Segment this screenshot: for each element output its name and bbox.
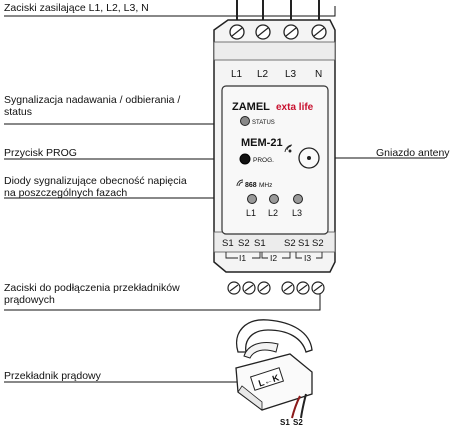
brand-logo: ZAMEL	[232, 101, 270, 113]
led-label-l1: L1	[246, 208, 256, 218]
prog-text: PROG.	[253, 157, 274, 164]
transformer-wire-label-s1: S1	[280, 418, 290, 427]
terminal-screw-icon	[281, 281, 295, 295]
current-transformer	[235, 319, 313, 419]
bottom-terminal-label: S1	[222, 238, 234, 249]
label-status-signal: Sygnalizacja nadawania / odbierania / st…	[4, 94, 180, 118]
frequency-value: 868	[245, 182, 257, 189]
ct-group-bracket	[261, 252, 268, 259]
label-phase-leds-line1: Diody sygnalizujące obecność napięcia	[4, 175, 187, 187]
bottom-terminal-label: S1	[254, 238, 266, 249]
terminal-screw-icon	[311, 24, 327, 40]
led-l1	[247, 194, 257, 204]
transformer-wire-label-s2: S2	[293, 418, 303, 427]
terminal-screw-icon	[311, 281, 325, 295]
ct-group-bracket	[295, 252, 302, 259]
label-phase-leds: Diody sygnalizujące obecność napięcia na…	[4, 175, 187, 199]
bottom-terminal-label: S2	[238, 238, 250, 249]
terminal-screw-icon	[255, 24, 271, 40]
label-phase-leds-line2: na poszczególnych fazach	[4, 187, 128, 199]
led-label-l3: L3	[292, 208, 302, 218]
leader-ct	[4, 290, 321, 311]
bottom-terminal-label: S1	[298, 238, 310, 249]
label-ct-terminals-line2: prądowych	[4, 294, 55, 306]
leader-supply	[4, 6, 336, 17]
ct-group-bracket	[316, 252, 323, 259]
terminal-screw-icon	[296, 281, 310, 295]
bottom-terminals	[227, 281, 325, 295]
ct-group-label-2: I2	[270, 253, 277, 263]
led-label-l2: L2	[268, 208, 278, 218]
top-terminal-label-n: N	[315, 69, 322, 80]
terminal-screw-icon	[229, 24, 245, 40]
label-status-signal-line1: Sygnalizacja nadawania / odbierania /	[4, 94, 181, 106]
status-led	[240, 116, 250, 126]
antenna-socket	[298, 147, 320, 169]
ct-group-bracket	[225, 252, 238, 259]
terminal-screw-icon	[283, 24, 299, 40]
label-current-transformer: Przekładnik prądowy	[4, 370, 101, 382]
ct-group-label-1: I1	[239, 253, 246, 263]
label-ct-terminals-line1: Zaciski do podłączenia przekładników	[4, 282, 180, 294]
wireless-icon	[236, 179, 244, 187]
top-terminal-label-l2: L2	[257, 69, 269, 80]
frequency-unit: MHz	[259, 182, 272, 189]
ct-group-bracket	[252, 252, 261, 259]
label-antenna-socket: Gniazdo anteny	[376, 147, 450, 159]
prog-button[interactable]	[239, 153, 251, 165]
led-l2	[269, 194, 279, 204]
ct-group-label-3: I3	[304, 253, 311, 263]
label-status-signal-line2: status	[4, 106, 33, 118]
top-terminal-label-l1: L1	[231, 69, 243, 80]
label-supply-terminals: Zaciski zasilające L1, L2, L3, N	[4, 2, 149, 14]
label-prog-button: Przycisk PROG	[4, 147, 77, 159]
model-name: MEM-21	[241, 137, 283, 149]
terminal-screw-icon	[257, 281, 271, 295]
top-terminals	[229, 24, 327, 40]
wireless-icon	[284, 144, 293, 153]
bottom-terminal-label: S2	[284, 238, 296, 249]
product-line-logo: exta life	[276, 102, 314, 113]
terminal-screw-icon	[227, 281, 241, 295]
terminal-screw-icon	[242, 281, 256, 295]
ct-group-bracket	[282, 252, 291, 259]
label-ct-terminals: Zaciski do podłączenia przekładników prą…	[4, 282, 180, 306]
status-text: STATUS	[252, 120, 275, 126]
top-terminal-label-l3: L3	[285, 69, 297, 80]
led-l3	[293, 194, 303, 204]
phase-leds	[247, 194, 303, 204]
bottom-terminal-label: S2	[312, 238, 324, 249]
